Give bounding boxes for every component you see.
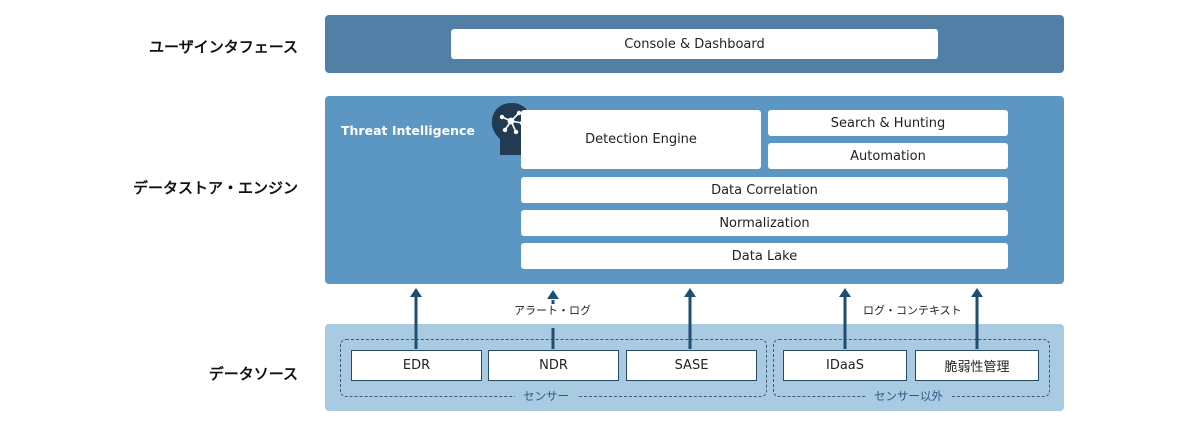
- ndr-arrowhead: [547, 290, 559, 299]
- data-correlation-box: Data Correlation: [521, 177, 1008, 203]
- vuln-arrowhead: [971, 288, 983, 297]
- ndr-box: NDR: [488, 350, 619, 381]
- console-dashboard-box: Console & Dashboard: [451, 29, 938, 59]
- row-label-ui: ユーザインタフェース: [149, 38, 298, 56]
- automation-box: Automation: [768, 143, 1008, 169]
- idaas-arrowhead: [839, 288, 851, 297]
- data-lake-box: Data Lake: [521, 243, 1008, 269]
- detection-engine-box: Detection Engine: [521, 110, 761, 169]
- vulnerability-management-box: 脆弱性管理: [915, 350, 1039, 381]
- search-hunting-box: Search & Hunting: [768, 110, 1008, 136]
- alert-log-flow-label: アラート・ログ: [514, 304, 591, 318]
- row-label-datastore: データストア・エンジン: [132, 179, 298, 197]
- idaas-box: IDaaS: [783, 350, 907, 381]
- edr-arrowhead: [410, 288, 422, 297]
- sase-box: SASE: [626, 350, 757, 381]
- non-sensors-group-label: センサー以外: [866, 389, 951, 403]
- sase-arrowhead: [684, 288, 696, 297]
- log-context-flow-label: ログ・コンテキスト: [863, 304, 962, 318]
- edr-box: EDR: [351, 350, 482, 381]
- normalization-box: Normalization: [521, 210, 1008, 236]
- threat-intelligence-label: Threat Intelligence: [341, 123, 475, 138]
- sensors-group-label: センサー: [515, 389, 577, 403]
- row-label-datasource: データソース: [208, 365, 298, 383]
